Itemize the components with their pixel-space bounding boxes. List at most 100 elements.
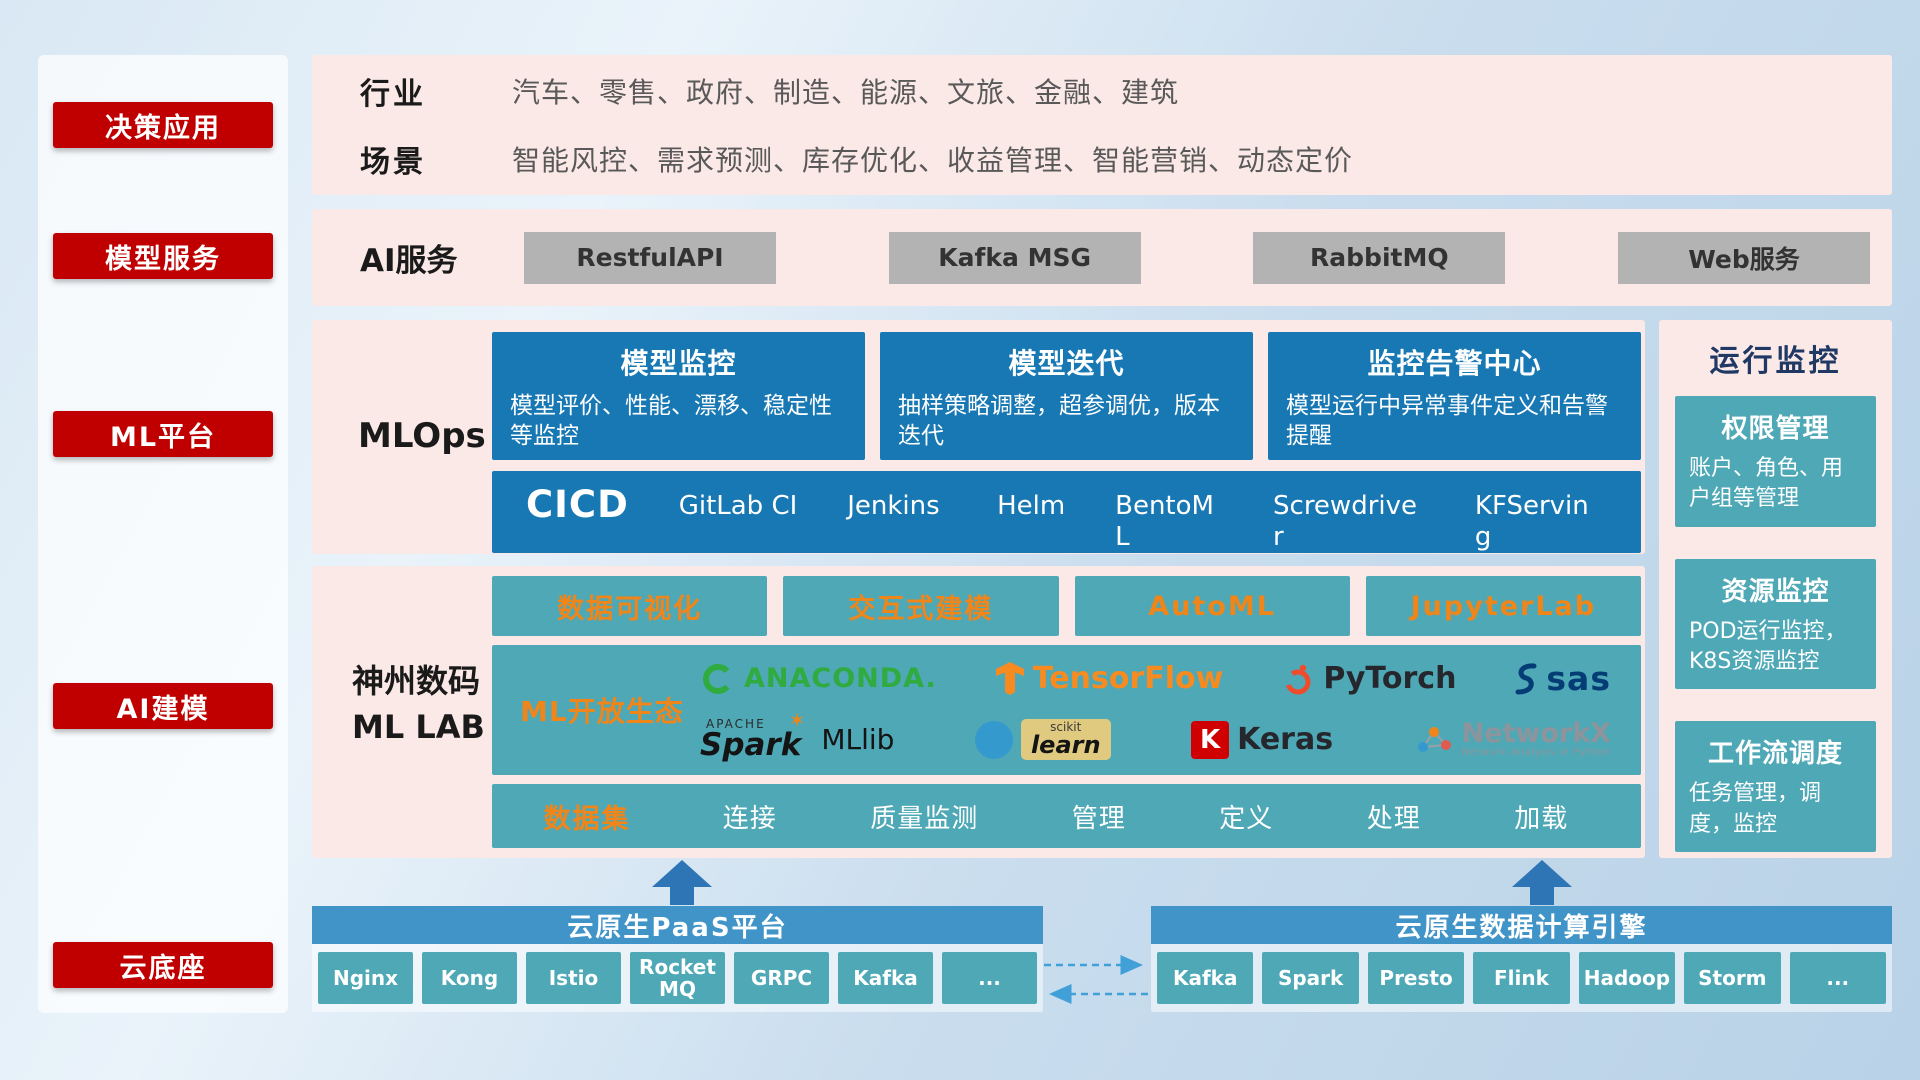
model-monitoring-card: 模型监控 模型评价、性能、漂移、稳定性等监控 <box>492 332 865 460</box>
dataset-item-process: 处理 <box>1366 803 1421 834</box>
spark-star-icon: ✶ <box>788 708 806 732</box>
layer-badge-cloud-base: 云底座 <box>53 942 273 988</box>
chip-kafka: Kafka <box>838 952 933 1004</box>
mllab-label: 神州数码 ML LAB <box>352 658 485 751</box>
cicd-item-bentoml: BentoML <box>1115 491 1214 553</box>
up-arrow-engine-icon <box>1512 860 1572 905</box>
ml-ecosystem-label: ML开放生态 <box>520 695 684 728</box>
runtime-monitor-title: 运行监控 <box>1709 344 1842 379</box>
card-desc: 模型运行中异常事件定义和告警提醒 <box>1286 393 1608 450</box>
industry-row: 行业 汽车、零售、政府、制造、能源、文旅、金融、建筑 <box>360 69 1892 113</box>
data-compute-engine-bar: 云原生数据计算引擎 <box>1151 906 1892 944</box>
mllab-tools-row: 数据可视化 交互式建模 AutoML JupyterLab <box>492 576 1641 636</box>
card-desc: 账户、角色、用户组等管理 <box>1689 456 1844 512</box>
ml-platform-panel: MLOps 模型监控 模型评价、性能、漂移、稳定性等监控 模型迭代 抽样策略调整… <box>312 320 1645 554</box>
up-arrow-paas-icon <box>652 860 712 905</box>
tensorflow-text: TensorFlow <box>1032 661 1224 696</box>
cicd-item-screwdriver: Screwdriver <box>1273 491 1417 553</box>
layer-badge-ml-platform: ML平台 <box>53 411 273 457</box>
layer-sidebar: 决策应用 模型服务 ML平台 AI建模 云底座 <box>38 55 288 1013</box>
layer-badge-model-service: 模型服务 <box>53 233 273 279</box>
workflow-scheduling-card: 工作流调度 任务管理，调度，监控 <box>1675 721 1876 853</box>
paas-platform-bar: 云原生PaaS平台 <box>312 906 1043 944</box>
runtime-monitor-panel: 运行监控 权限管理 账户、角色、用户组等管理 资源监控 POD运行监控，K8S资… <box>1659 320 1892 858</box>
cicd-item-kfserving: KFServing <box>1474 491 1589 553</box>
mllab-label-line2: ML LAB <box>352 708 485 747</box>
layer-badge-decision-apps: 决策应用 <box>53 102 273 148</box>
chip-kong: Kong <box>422 952 517 1004</box>
kafka-msg-button: Kafka MSG <box>888 231 1141 284</box>
scikit-learn-logo: scikit learn <box>974 718 1111 761</box>
anaconda-text: ANACONDA. <box>744 663 937 694</box>
industry-value: 汽车、零售、政府、制造、能源、文旅、金融、建筑 <box>512 76 1180 109</box>
ecosystem-logo-row-2: APACHE Spark ✶ MLlib scikit learn <box>692 710 1629 763</box>
resource-monitoring-card: 资源监控 POD运行监控，K8S资源监控 <box>1675 558 1876 690</box>
scikit-learn-mark: scikit learn <box>1020 718 1111 761</box>
ecosystem-logo-row-1: ANACONDA. TensorFlow PyTorch sas <box>692 659 1629 698</box>
industry-label: 行业 <box>360 77 426 112</box>
ai-modeling-panel: 神州数码 ML LAB 数据可视化 交互式建模 AutoML JupyterLa… <box>312 566 1645 858</box>
card-title: 工作流调度 <box>1707 739 1843 770</box>
rabbitmq-button: RabbitMQ <box>1253 231 1506 284</box>
dataset-item-load: 加载 <box>1514 803 1569 834</box>
web-service-button: Web服务 <box>1617 231 1870 284</box>
pytorch-icon <box>1285 664 1311 694</box>
card-desc: 模型评价、性能、漂移、稳定性等监控 <box>510 393 832 450</box>
keras-text: Keras <box>1237 722 1334 757</box>
model-service-panel: AI服务 RestfulAPI Kafka MSG RabbitMQ Web服务 <box>312 209 1892 306</box>
tensorflow-logo: TensorFlow <box>995 661 1224 696</box>
networkx-icon <box>1417 726 1451 752</box>
chip-grpc: GRPC <box>734 952 829 1004</box>
cicd-label: CICD <box>526 483 629 526</box>
chip-hadoop: Hadoop <box>1578 952 1676 1004</box>
engine-chips: Kafka Spark Presto Flink Hadoop Storm ..… <box>1151 944 1892 1012</box>
card-title: 监控告警中心 <box>1367 347 1542 380</box>
sas-logo: sas <box>1514 659 1611 698</box>
scenario-value: 智能风控、需求预测、库存优化、收益管理、智能营销、动态定价 <box>512 144 1354 177</box>
networkx-logo: NetworkX Network Analysis in Python <box>1414 718 1611 759</box>
chip-more: ... <box>1789 952 1886 1004</box>
card-desc: POD运行监控，K8S资源监控 <box>1689 618 1847 675</box>
apache-text: APACHE <box>706 717 766 731</box>
ai-service-label: AI服务 <box>360 243 458 279</box>
tensorflow-icon <box>995 661 1024 695</box>
tool-jupyterlab: JupyterLab <box>1365 576 1641 636</box>
chip-kafka: Kafka <box>1157 952 1254 1004</box>
spark-text: Spark <box>700 727 802 763</box>
networkx-subtext: Network Analysis in Python <box>1461 747 1611 759</box>
alert-center-card: 监控告警中心 模型运行中异常事件定义和告警提醒 <box>1268 332 1641 460</box>
cicd-bar: CICD GitLab CI Jenkins Helm BentoML Scre… <box>492 471 1641 553</box>
chip-flink: Flink <box>1473 952 1570 1004</box>
paas-chips: Nginx Kong Istio RocketMQ GRPC Kafka ... <box>312 944 1043 1012</box>
chip-spark: Spark <box>1262 952 1359 1004</box>
model-iteration-card: 模型迭代 抽样策略调整，超参调优，版本迭代 <box>880 332 1253 460</box>
sas-text: sas <box>1546 659 1611 698</box>
mlops-label: MLOps <box>358 416 486 456</box>
cloud-paas-group: 云原生PaaS平台 Nginx Kong Istio RocketMQ GRPC… <box>312 906 1043 1012</box>
dataset-item-manage: 管理 <box>1071 803 1126 834</box>
chip-presto: Presto <box>1367 952 1465 1004</box>
cloud-engine-group: 云原生数据计算引擎 Kafka Spark Presto Flink Hadoo… <box>1151 906 1892 1012</box>
dataset-item-define: 定义 <box>1219 803 1274 834</box>
mllab-label-line1: 神州数码 <box>352 662 481 700</box>
cicd-item-gitlab-ci: GitLab CI <box>678 491 798 521</box>
spark-mllib-logo: APACHE Spark ✶ MLlib <box>700 710 894 763</box>
dataset-bar: 数据集 连接 质量监测 管理 定义 处理 加载 <box>492 784 1641 848</box>
tool-interactive-modeling: 交互式建模 <box>783 576 1059 636</box>
scikit-circle-icon <box>974 720 1013 759</box>
networkx-text: NetworkX <box>1461 718 1611 750</box>
pytorch-logo: PyTorch <box>1281 661 1456 697</box>
tool-automl: AutoML <box>1074 576 1350 636</box>
layer-badge-ai-modeling: AI建模 <box>53 683 273 729</box>
scikit-text: scikit <box>1050 719 1082 734</box>
learn-text: learn <box>1030 731 1101 760</box>
card-title: 模型迭代 <box>1008 347 1125 380</box>
card-desc: 抽样策略调整，超参调优，版本迭代 <box>898 393 1220 450</box>
scenario-label: 场景 <box>360 145 426 180</box>
cicd-item-jenkins: Jenkins <box>847 491 940 521</box>
cicd-item-helm: Helm <box>997 491 1066 521</box>
card-desc: 任务管理，调度，监控 <box>1689 781 1822 837</box>
pytorch-text: PyTorch <box>1323 661 1457 696</box>
data-flow-arrows-icon <box>1044 955 1148 1004</box>
